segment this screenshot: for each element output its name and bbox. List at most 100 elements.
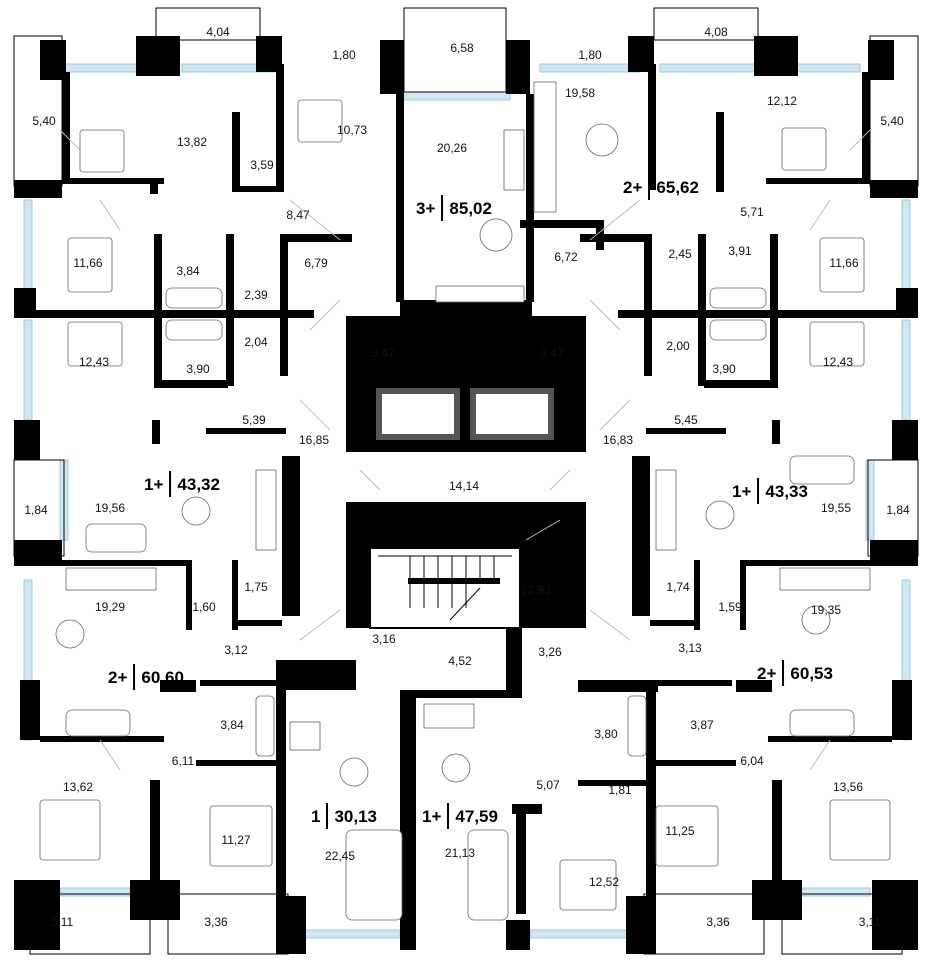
room-area: 3,36: [706, 915, 730, 929]
room-area: 1,84: [24, 503, 48, 517]
room-area: 3,87: [690, 718, 714, 732]
room-area: 6,04: [740, 754, 764, 768]
room-area: 1,81: [608, 783, 632, 797]
room-area: 5,40: [880, 114, 904, 128]
label-divider: [757, 478, 760, 504]
room-area: 3,84: [220, 718, 244, 732]
staircase: [369, 547, 521, 629]
room-area: 4,52: [448, 654, 472, 668]
room-area: 11,66: [829, 256, 859, 270]
apartment-label: 1+ 43,33: [732, 478, 808, 504]
room-area: 3,13: [678, 641, 702, 655]
room-area: 16,83: [602, 433, 634, 447]
room-area: 3,59: [250, 158, 274, 172]
room-area: 19,58: [564, 86, 596, 100]
elevators: [376, 388, 554, 440]
apartment-label: 2+ 60,60: [108, 664, 184, 690]
room-area: 3,47: [371, 346, 395, 360]
room-area: 11,66: [73, 256, 103, 270]
room-area: 3,80: [594, 727, 618, 741]
apartment-rooms: 1+: [732, 481, 752, 501]
room-area: 20,26: [436, 141, 468, 155]
walls: [14, 36, 918, 954]
room-area: 3,91: [728, 244, 752, 258]
room-area: 3,90: [712, 362, 736, 376]
room-area: 4,08: [704, 25, 728, 39]
apartment-rooms: 2+: [108, 667, 128, 687]
room-area: 5,39: [242, 413, 266, 427]
room-area: 22,45: [324, 849, 356, 863]
room-area: 3,16: [372, 632, 396, 646]
apartment-area: 43,32: [177, 474, 220, 494]
room-area: 11,27: [221, 833, 251, 847]
room-area: 19,35: [810, 603, 842, 617]
room-area: 3,26: [538, 645, 562, 659]
apartment-area: 47,59: [455, 806, 498, 826]
apartment-label: 1 30,13: [311, 803, 377, 829]
room-area: 12,43: [78, 355, 110, 369]
room-area: 12,12: [766, 94, 798, 108]
apartment-label: 3+ 85,02: [416, 195, 492, 221]
apartment-area: 30,13: [334, 806, 378, 826]
room-area: 6,58: [450, 41, 474, 55]
room-area: 19,56: [94, 501, 126, 515]
apartment-rooms: 1+: [144, 474, 164, 494]
room-area: 12,93: [520, 583, 552, 597]
room-area: 3,47: [540, 346, 564, 360]
label-divider: [648, 174, 651, 200]
room-area: 12,52: [588, 875, 620, 889]
room-area: 8,47: [286, 208, 310, 222]
apartment-rooms: 2+: [623, 177, 643, 197]
room-area: 10,73: [336, 123, 368, 137]
room-area: 1,59: [718, 600, 742, 614]
fixtures: [39, 81, 891, 921]
room-area: 1,84: [886, 503, 910, 517]
corridor-guides: [59, 129, 871, 771]
room-area: 13,62: [62, 780, 94, 794]
apartment-label: 2+ 60,53: [757, 660, 833, 686]
room-area: 5,45: [674, 413, 698, 427]
room-area: 3,11: [858, 915, 882, 929]
room-area: 2,00: [666, 339, 690, 353]
apartment-rooms: 1: [310, 806, 321, 826]
room-area: 5,71: [740, 205, 764, 219]
room-area: 19,29: [94, 600, 126, 614]
room-area: 12,43: [822, 355, 854, 369]
label-divider: [326, 803, 329, 829]
room-area: 2,39: [244, 288, 268, 302]
apartment-area: 85,02: [449, 198, 492, 218]
room-area: 1,80: [332, 48, 356, 62]
room-area: 1,74: [666, 580, 690, 594]
label-divider: [169, 471, 172, 497]
room-area: 13,82: [176, 135, 208, 149]
room-area: 16,85: [298, 433, 330, 447]
apartment-label: 1+ 47,59: [422, 803, 498, 829]
apartment-label: 1+ 43,32: [144, 471, 220, 497]
room-area: 4,04: [206, 25, 230, 39]
room-area: 1,60: [192, 600, 216, 614]
room-area: 5,07: [536, 778, 560, 792]
label-divider: [782, 660, 785, 686]
room-area: 2,04: [244, 335, 268, 349]
room-area: 1,80: [578, 48, 602, 62]
room-area: 13,56: [832, 780, 864, 794]
room-area: 6,11: [171, 754, 195, 768]
room-area: 3,11: [50, 915, 74, 929]
room-area: 21,13: [444, 846, 476, 860]
apartment-area: 60,60: [141, 667, 184, 687]
room-area: 2,45: [668, 247, 692, 261]
room-area: 14,14: [448, 479, 480, 493]
room-area: 3,84: [176, 264, 200, 278]
apartment-rooms: 3+: [416, 198, 436, 218]
label-divider: [441, 195, 444, 221]
room-area: 6,79: [304, 256, 328, 270]
room-area: 5,40: [32, 114, 56, 128]
apartment-area: 43,33: [765, 481, 808, 501]
apartment-rooms: 1+: [422, 806, 442, 826]
apartment-label: 2+ 65,62: [623, 174, 699, 200]
room-area: 3,12: [224, 643, 248, 657]
room-area: 6,72: [554, 250, 578, 264]
apartment-area: 60,53: [790, 663, 833, 683]
label-divider: [447, 803, 450, 829]
